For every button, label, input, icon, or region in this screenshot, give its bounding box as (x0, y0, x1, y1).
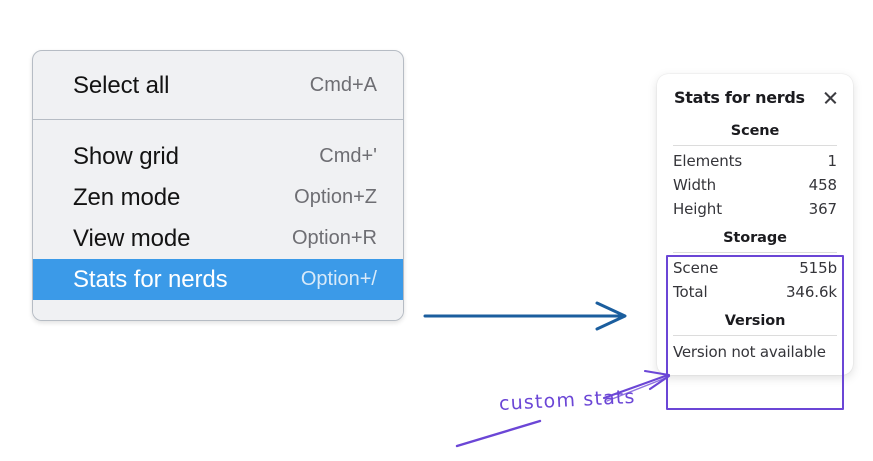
purple-underline-stroke (455, 419, 542, 448)
menu-item-shortcut: Option+R (291, 227, 377, 249)
menu-item-label: Zen mode (73, 183, 181, 211)
section-rule (673, 335, 837, 336)
menu-footer-spacer (33, 300, 403, 320)
menu-section-primary: Select all Cmd+A (33, 51, 403, 119)
stat-value: 346.6k (785, 283, 837, 301)
stat-row-version: Version not available (673, 343, 826, 361)
menu-item-zen-mode[interactable]: Zen mode Option+Z (33, 177, 403, 218)
stat-key: Scene (673, 259, 719, 277)
stat-row-elements: Elements 1 (657, 149, 853, 173)
stat-row-height: Height 367 (657, 197, 853, 221)
menu-item-label: Stats for nerds (73, 265, 228, 293)
menu-item-shortcut: Option+/ (300, 268, 377, 290)
menu-item-label: View mode (73, 224, 191, 252)
stat-value: 367 (808, 200, 837, 218)
menu-item-shortcut: Option+Z (294, 186, 377, 208)
stats-body: Scene Elements 1 Width 458 Height 367 St… (657, 121, 853, 363)
stat-key: Total (673, 283, 708, 301)
spacer (657, 304, 853, 311)
handwritten-note: custom stats (498, 385, 637, 415)
panel-header: Stats for nerds (657, 88, 853, 107)
section-rule (673, 252, 837, 253)
menu-section-secondary: Show grid Cmd+' Zen mode Option+Z View m… (33, 120, 403, 300)
menu-divider (33, 119, 403, 120)
stat-key: Width (673, 176, 717, 194)
stat-row-width: Width 458 (657, 173, 853, 197)
menu-item-shortcut: Cmd+' (319, 145, 377, 167)
stat-row-storage-total: Total 346.6k (657, 280, 853, 304)
close-icon[interactable] (822, 89, 839, 106)
menu-item-shortcut: Cmd+A (309, 74, 377, 96)
section-heading-version: Version (724, 313, 786, 329)
stat-key: Height (673, 200, 722, 218)
stat-row-storage-scene: Scene 515b (657, 256, 853, 280)
context-menu[interactable]: Select all Cmd+A Show grid Cmd+' Zen mod… (32, 50, 404, 321)
menu-item-label: Select all (73, 71, 170, 99)
stat-value: 515b (799, 259, 837, 277)
menu-item-label: Show grid (73, 142, 179, 170)
panel-title: Stats for nerds (674, 88, 805, 107)
blue-arrow (423, 301, 627, 331)
menu-item-show-grid[interactable]: Show grid Cmd+' (33, 136, 403, 177)
stat-value: 458 (808, 176, 837, 194)
stat-value: 1 (827, 152, 838, 170)
menu-item-view-mode[interactable]: View mode Option+R (33, 218, 403, 259)
section-heading-storage: Storage (723, 230, 787, 246)
section-rule (673, 145, 837, 146)
section-heading-scene: Scene (730, 123, 780, 139)
menu-item-select-all[interactable]: Select all Cmd+A (33, 65, 403, 106)
stat-key: Elements (673, 152, 743, 170)
menu-item-stats-for-nerds[interactable]: Stats for nerds Option+/ (33, 259, 403, 300)
spacer (657, 221, 853, 228)
stats-for-nerds-panel: Stats for nerds Scene Elements 1 Width 4… (657, 74, 853, 375)
